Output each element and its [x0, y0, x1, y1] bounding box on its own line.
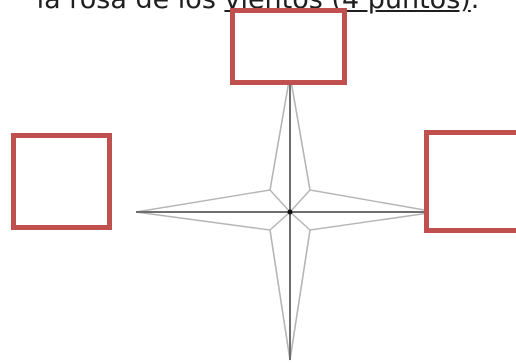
star-inner-facet-left	[270, 75, 290, 360]
answer-box-east[interactable]	[424, 130, 516, 233]
compass-star-outline	[136, 75, 436, 360]
answer-box-west[interactable]	[11, 133, 112, 230]
star-inner-facet-right	[290, 75, 310, 360]
answer-box-north[interactable]	[230, 8, 347, 85]
star-outline-shape	[136, 75, 436, 360]
center-point	[288, 210, 293, 215]
